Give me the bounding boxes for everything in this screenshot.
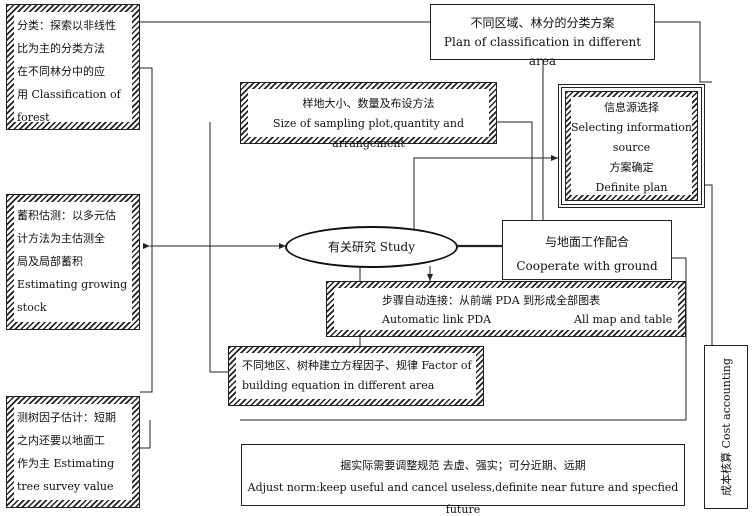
classification-line-5: forest	[17, 111, 50, 124]
connector-cooperate-right	[240, 257, 687, 421]
connector-study-up	[413, 155, 558, 236]
plan-en: Plan of classification in different area	[443, 35, 642, 68]
study-ellipse: 有关研究 Study	[285, 226, 458, 268]
stock-line-5: stock	[17, 301, 47, 314]
tree-survey-line-2: 之内还要以地面工	[17, 434, 105, 447]
sampling-zh: 样地大小、数量及布设方法	[302, 97, 435, 110]
cooperate-box: 与地面工作配合 Cooperate with ground trues	[502, 220, 672, 297]
stock-line-1: 蓄积估测：以多元估	[17, 209, 116, 222]
sampling-box: 样地大小、数量及布设方法 Size of sampling plot,quant…	[240, 82, 497, 150]
link-en-right: All map and table	[574, 313, 673, 326]
stock-box: 蓄积估测：以多元估 计方法为主估测全 局及局部蓄积 Estimating gro…	[6, 194, 140, 330]
connector-sample-right	[497, 121, 533, 220]
connector-sample-left	[209, 122, 228, 373]
cost-label: 成本核算 Cost accounting	[720, 358, 733, 496]
info-en-1b: source	[612, 141, 651, 154]
norm-zh: 据实际需要调整规范 去虚、强实；可分近期、远期	[340, 459, 586, 472]
plan-box: 不同区域、林分的分类方案 Plan of classification in d…	[430, 4, 655, 68]
stock-line-2: 计方法为主估测全	[17, 232, 105, 245]
tree-survey-line-4: tree survey value	[17, 480, 114, 493]
equation-box: 不同地区、树种建立方程因子、规律 Factor of building equa…	[228, 346, 484, 406]
classification-line-4: 用 Classification of	[17, 88, 121, 101]
classification-box: 分类：探索以非线性 比为主的分类方法 在不同林分中的应 用 Classifica…	[6, 4, 140, 130]
classification-line-1: 分类：探索以非线性	[17, 19, 116, 32]
equation-line-1: 不同地区、树种建立方程因子、规律 Factor of	[242, 359, 472, 372]
equation-line-2: building equation in different area	[242, 379, 435, 392]
plan-zh: 不同区域、林分的分类方案	[470, 16, 615, 30]
study-label: 有关研究 Study	[327, 240, 416, 254]
link-en-left: Automatic link PDA	[382, 313, 492, 326]
tree-survey-line-3: 作为主 Estimating	[17, 457, 115, 470]
classification-line-2: 比为主的分类方法	[17, 42, 105, 55]
stock-line-3: 局及局部蓄积	[17, 255, 83, 268]
info-zh-1: 信息源选择	[604, 101, 659, 114]
info-en-1: Selecting information	[571, 121, 692, 134]
auto-link-box: 步骤自动连接：从前端 PDA 到形成全部图表 Automatic link PD…	[326, 281, 686, 337]
cooperate-zh: 与地面工作配合	[544, 235, 629, 249]
info-en-2: Definite plan	[595, 181, 668, 194]
link-zh: 步骤自动连接：从前端 PDA 到形成全部图表	[382, 294, 601, 307]
info-source-box: 信息源选择 Selecting information source 方案确定 …	[558, 84, 705, 208]
cost-box: 成本核算 Cost accounting	[704, 345, 748, 509]
sampling-en: Size of sampling plot,quantity and arran…	[272, 117, 464, 150]
classification-line-3: 在不同林分中的应	[17, 65, 105, 78]
stock-line-4: Estimating growing	[17, 278, 128, 291]
norm-en: Adjust norm:keep useful and cancel usele…	[247, 481, 679, 516]
tree-survey-box: 测树因子估计：短期 之内还要以地面工 作为主 Estimating tree s…	[6, 396, 140, 508]
info-zh-2: 方案确定	[609, 161, 654, 174]
tree-survey-line-1: 测树因子估计：短期	[17, 411, 116, 424]
connector-info-right	[705, 184, 713, 345]
connector-classification	[140, 67, 153, 393]
connector-tree-bottom	[140, 420, 151, 449]
connector-top-right	[655, 21, 712, 83]
norm-box: 据实际需要调整规范 去虚、强实；可分近期、远期 Adjust norm:keep…	[241, 444, 685, 516]
